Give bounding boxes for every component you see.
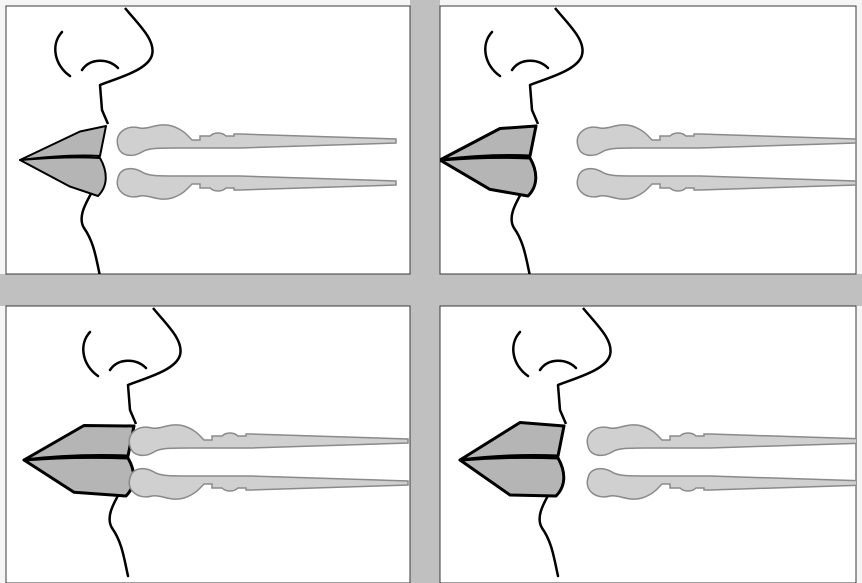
frame-vertical-bar — [410, 0, 440, 583]
panel-top-right — [440, 6, 856, 276]
panel-bottom-left — [6, 306, 410, 583]
panel-bottom-right — [440, 306, 862, 583]
panel-top-left — [6, 6, 410, 276]
